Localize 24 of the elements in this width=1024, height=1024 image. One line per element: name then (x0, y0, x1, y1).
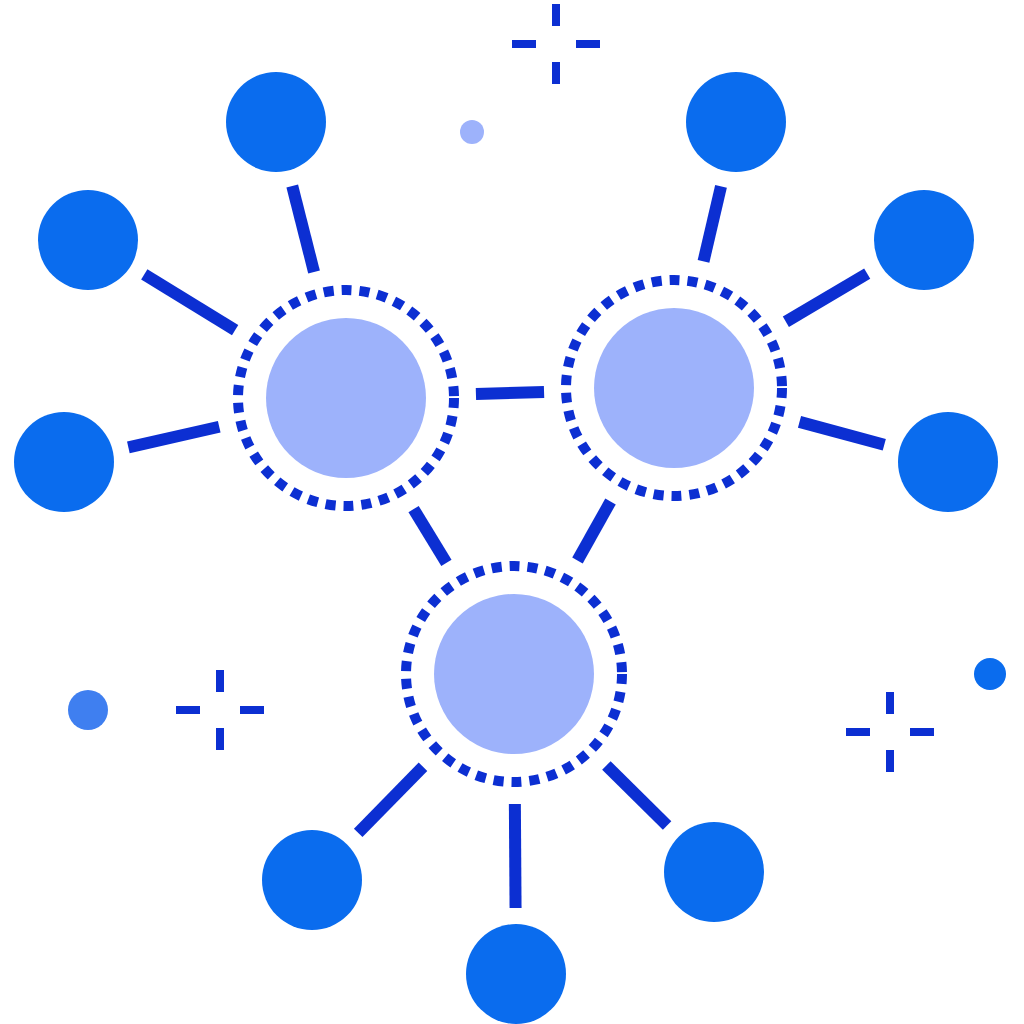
connector-line (508, 803, 522, 909)
connector-line (797, 416, 886, 451)
connector-line (572, 498, 616, 564)
connector-line (141, 269, 239, 336)
hub-circle (232, 284, 460, 512)
connector-line (782, 268, 871, 327)
connector-line (408, 505, 452, 567)
connector-line (475, 385, 545, 401)
hub-circle (400, 560, 628, 788)
node-circle (898, 412, 998, 512)
node-circle (38, 190, 138, 290)
connector-line (286, 184, 320, 274)
node-circle (874, 190, 974, 290)
node-circle (262, 830, 362, 930)
connector-line (697, 184, 727, 263)
node-circle (226, 72, 326, 172)
hub-circle (560, 274, 788, 502)
connector-line (127, 420, 221, 454)
node-circle (14, 412, 114, 512)
node-circle (466, 924, 566, 1024)
connector-line (353, 762, 428, 838)
connector-line (602, 761, 672, 830)
node-circle (686, 72, 786, 172)
node-circle (664, 822, 764, 922)
